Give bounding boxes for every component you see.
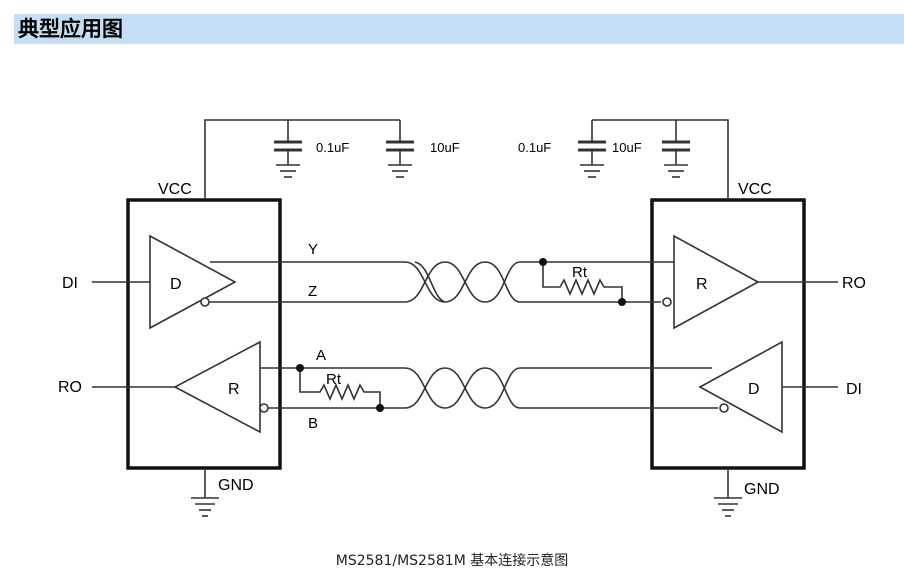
left-receiver-symbol — [173, 340, 261, 434]
right-rt-label: Rt — [572, 264, 588, 281]
left-ro-label: RO — [58, 379, 82, 396]
right-driver-symbol — [698, 340, 783, 434]
left-driver-invert-bubble — [200, 297, 210, 307]
section-heading-bar: 典型应用图 — [14, 14, 904, 44]
right-vcc-wire — [592, 119, 729, 198]
left-driver-label: D — [170, 276, 182, 293]
right-receiver-invert-bubble — [662, 297, 672, 307]
twisted-pair-yz — [404, 261, 521, 303]
right-vcc-label: VCC — [738, 181, 772, 198]
z-line-label: Z — [308, 283, 317, 300]
right-driver-invert-bubble — [719, 403, 729, 413]
left-cap-10uf — [386, 120, 414, 178]
left-receiver-label: R — [228, 381, 240, 398]
right-driver-label: D — [748, 381, 760, 398]
right-cap-10uf-label: 10uF — [612, 140, 642, 155]
left-rt-label: Rt — [326, 371, 342, 388]
right-ro-label: RO — [842, 275, 866, 292]
section-heading: 典型应用图 — [18, 17, 123, 41]
right-gnd-label: GND — [744, 481, 780, 498]
rs485-connection-diagram: VCC VCC 0.1uF 10uF 0.1uF 10uF DI RO RO D… — [58, 119, 866, 517]
y-line-label: Y — [308, 241, 318, 258]
right-cap-10uf — [662, 120, 690, 178]
right-di-label: DI — [846, 381, 862, 398]
left-transceiver-box — [126, 198, 282, 470]
right-receiver-symbol — [673, 234, 760, 330]
right-cap-0.1uf — [578, 120, 606, 178]
left-receiver-invert-bubble — [259, 403, 269, 413]
a-line-label: A — [316, 347, 326, 364]
right-rt-resistor — [542, 262, 623, 302]
left-cap-10uf-label: 10uF — [430, 140, 460, 155]
left-rt-resistor — [299, 368, 381, 408]
left-cap-0.1uf-label: 0.1uF — [316, 140, 349, 155]
left-gnd-symbol — [191, 468, 219, 517]
left-vcc-label: VCC — [158, 181, 192, 198]
left-driver-symbol — [149, 234, 237, 330]
right-receiver-label: R — [696, 276, 708, 293]
b-line-label: B — [308, 415, 318, 432]
left-vcc-wire — [204, 119, 400, 198]
left-cap-0.1uf — [274, 120, 302, 178]
figure-caption: MS2581/MS2581M 基本连接示意图 — [335, 553, 569, 569]
left-gnd-label: GND — [218, 477, 254, 494]
left-di-label: DI — [62, 275, 78, 292]
junction-dots — [296, 258, 626, 412]
right-gnd-symbol — [714, 468, 742, 517]
right-cap-0.1uf-label: 0.1uF — [518, 140, 551, 155]
twisted-pair-ab — [404, 367, 521, 409]
